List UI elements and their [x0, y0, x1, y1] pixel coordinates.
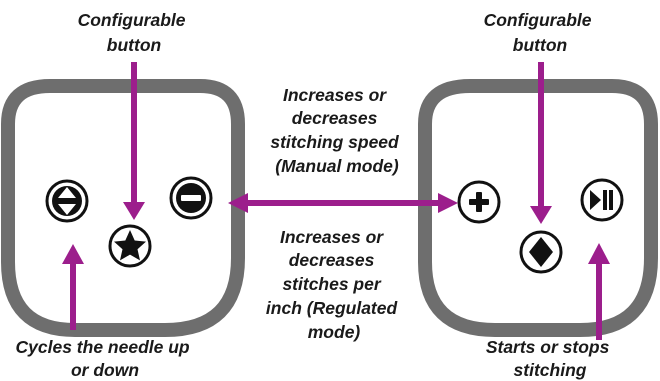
- plus-icon: [469, 192, 489, 212]
- start-stop-button[interactable]: [580, 178, 624, 222]
- label-start-stop: Starts or stops stitching: [486, 337, 614, 380]
- label-right-configurable: Configurable button: [484, 10, 597, 55]
- speed-decrease-button[interactable]: [169, 176, 213, 220]
- speed-stitches-arrow: [228, 193, 458, 213]
- start-stop-arrow: [588, 243, 610, 340]
- label-stitches-per-inch: Increases or decreases stitches per inch…: [266, 227, 402, 342]
- label-needle-cycle: Cycles the needle up or down: [16, 337, 195, 380]
- left-configurable-button[interactable]: [108, 224, 152, 268]
- right-configurable-arrow: [530, 62, 552, 224]
- diamond-icon: [529, 237, 553, 267]
- needle-arrow: [62, 244, 84, 330]
- needle-up-down-button[interactable]: [45, 179, 89, 223]
- right-configurable-button[interactable]: [519, 230, 563, 274]
- speed-increase-button[interactable]: [457, 180, 501, 224]
- left-control-pod: [0, 79, 245, 337]
- label-stitching-speed: Increases or decreases stitching speed (…: [270, 85, 403, 176]
- label-left-configurable: Configurable button: [78, 10, 191, 55]
- left-configurable-arrow: [123, 62, 145, 220]
- star-icon: [114, 230, 146, 261]
- needle-up-down-icon: [52, 186, 82, 216]
- minus-icon: [176, 183, 206, 213]
- play-pause-icon: [590, 190, 613, 210]
